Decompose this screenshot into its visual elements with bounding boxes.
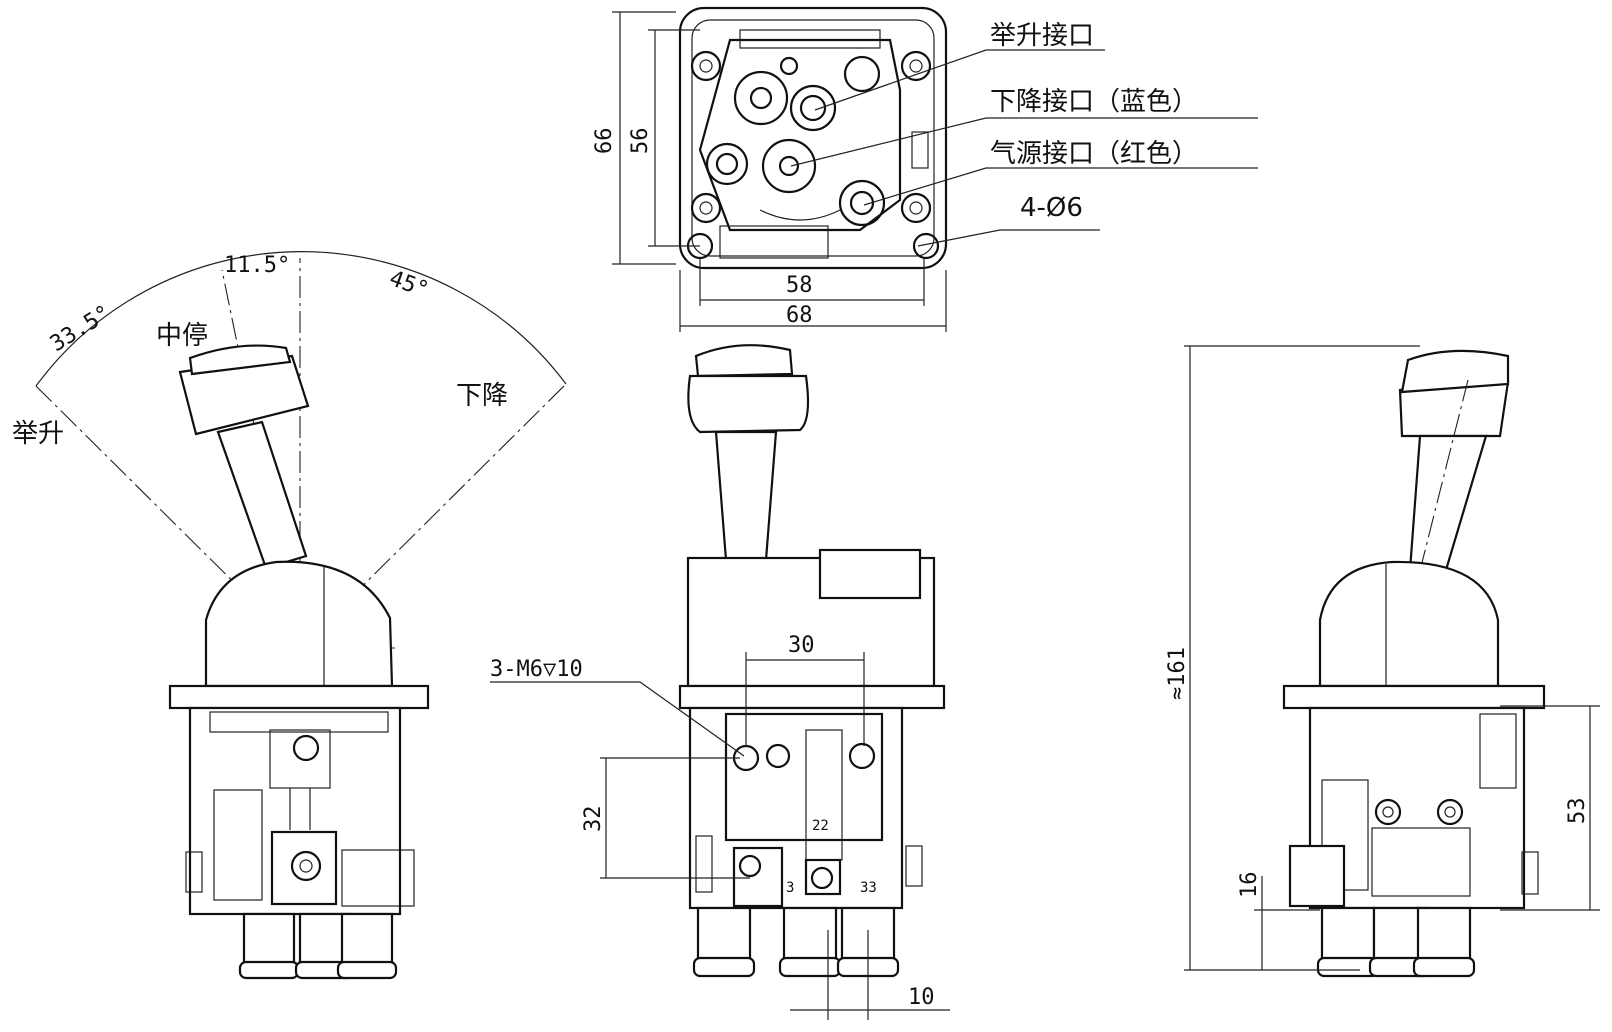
thread-callout: 3-M6▽10 [490, 657, 583, 682]
angle-11-5: 11.5° [224, 253, 290, 278]
fitting-icon [1316, 906, 1476, 978]
lift-port-callout: 举升接口 [990, 21, 1094, 51]
lower-port-callout: 下降接口（蓝色） [990, 87, 1198, 117]
angle-45: 45° [386, 266, 432, 303]
lift-position-label: 举升 [12, 419, 64, 449]
dim-fitting-pitch: 10 [908, 985, 935, 1010]
neutral-position-label: 中停 [156, 321, 208, 351]
mount-hole-icon [686, 50, 940, 260]
holes-callout: 4-Ø6 [1020, 193, 1083, 223]
dim-hole-spacing: 30 [788, 633, 815, 658]
air-port-callout: 气源接口（红色） [990, 139, 1198, 169]
dim-outer-width: 68 [786, 303, 813, 328]
lower-position-label: 下降 [456, 381, 508, 411]
mark-3: 3 [786, 880, 794, 896]
left-view [35, 251, 567, 980]
top-view [612, 6, 1258, 332]
dim-hole-height: 32 [581, 806, 606, 833]
fitting-icon [692, 906, 900, 978]
dim-height-16: 16 [1237, 872, 1262, 899]
front-view [490, 344, 950, 1020]
dim-outer-height: 66 [592, 128, 617, 155]
dim-inner-height: 56 [628, 128, 653, 155]
fitting-icon [238, 912, 398, 980]
right-view [1184, 345, 1600, 978]
mark-22: 22 [812, 818, 829, 834]
angle-33-5: 33.5° [46, 301, 115, 357]
dim-height-53: 53 [1565, 798, 1590, 825]
mark-33: 33 [860, 880, 877, 896]
dim-total-height: ≈161 [1165, 647, 1190, 700]
dim-inner-width: 58 [786, 273, 813, 298]
